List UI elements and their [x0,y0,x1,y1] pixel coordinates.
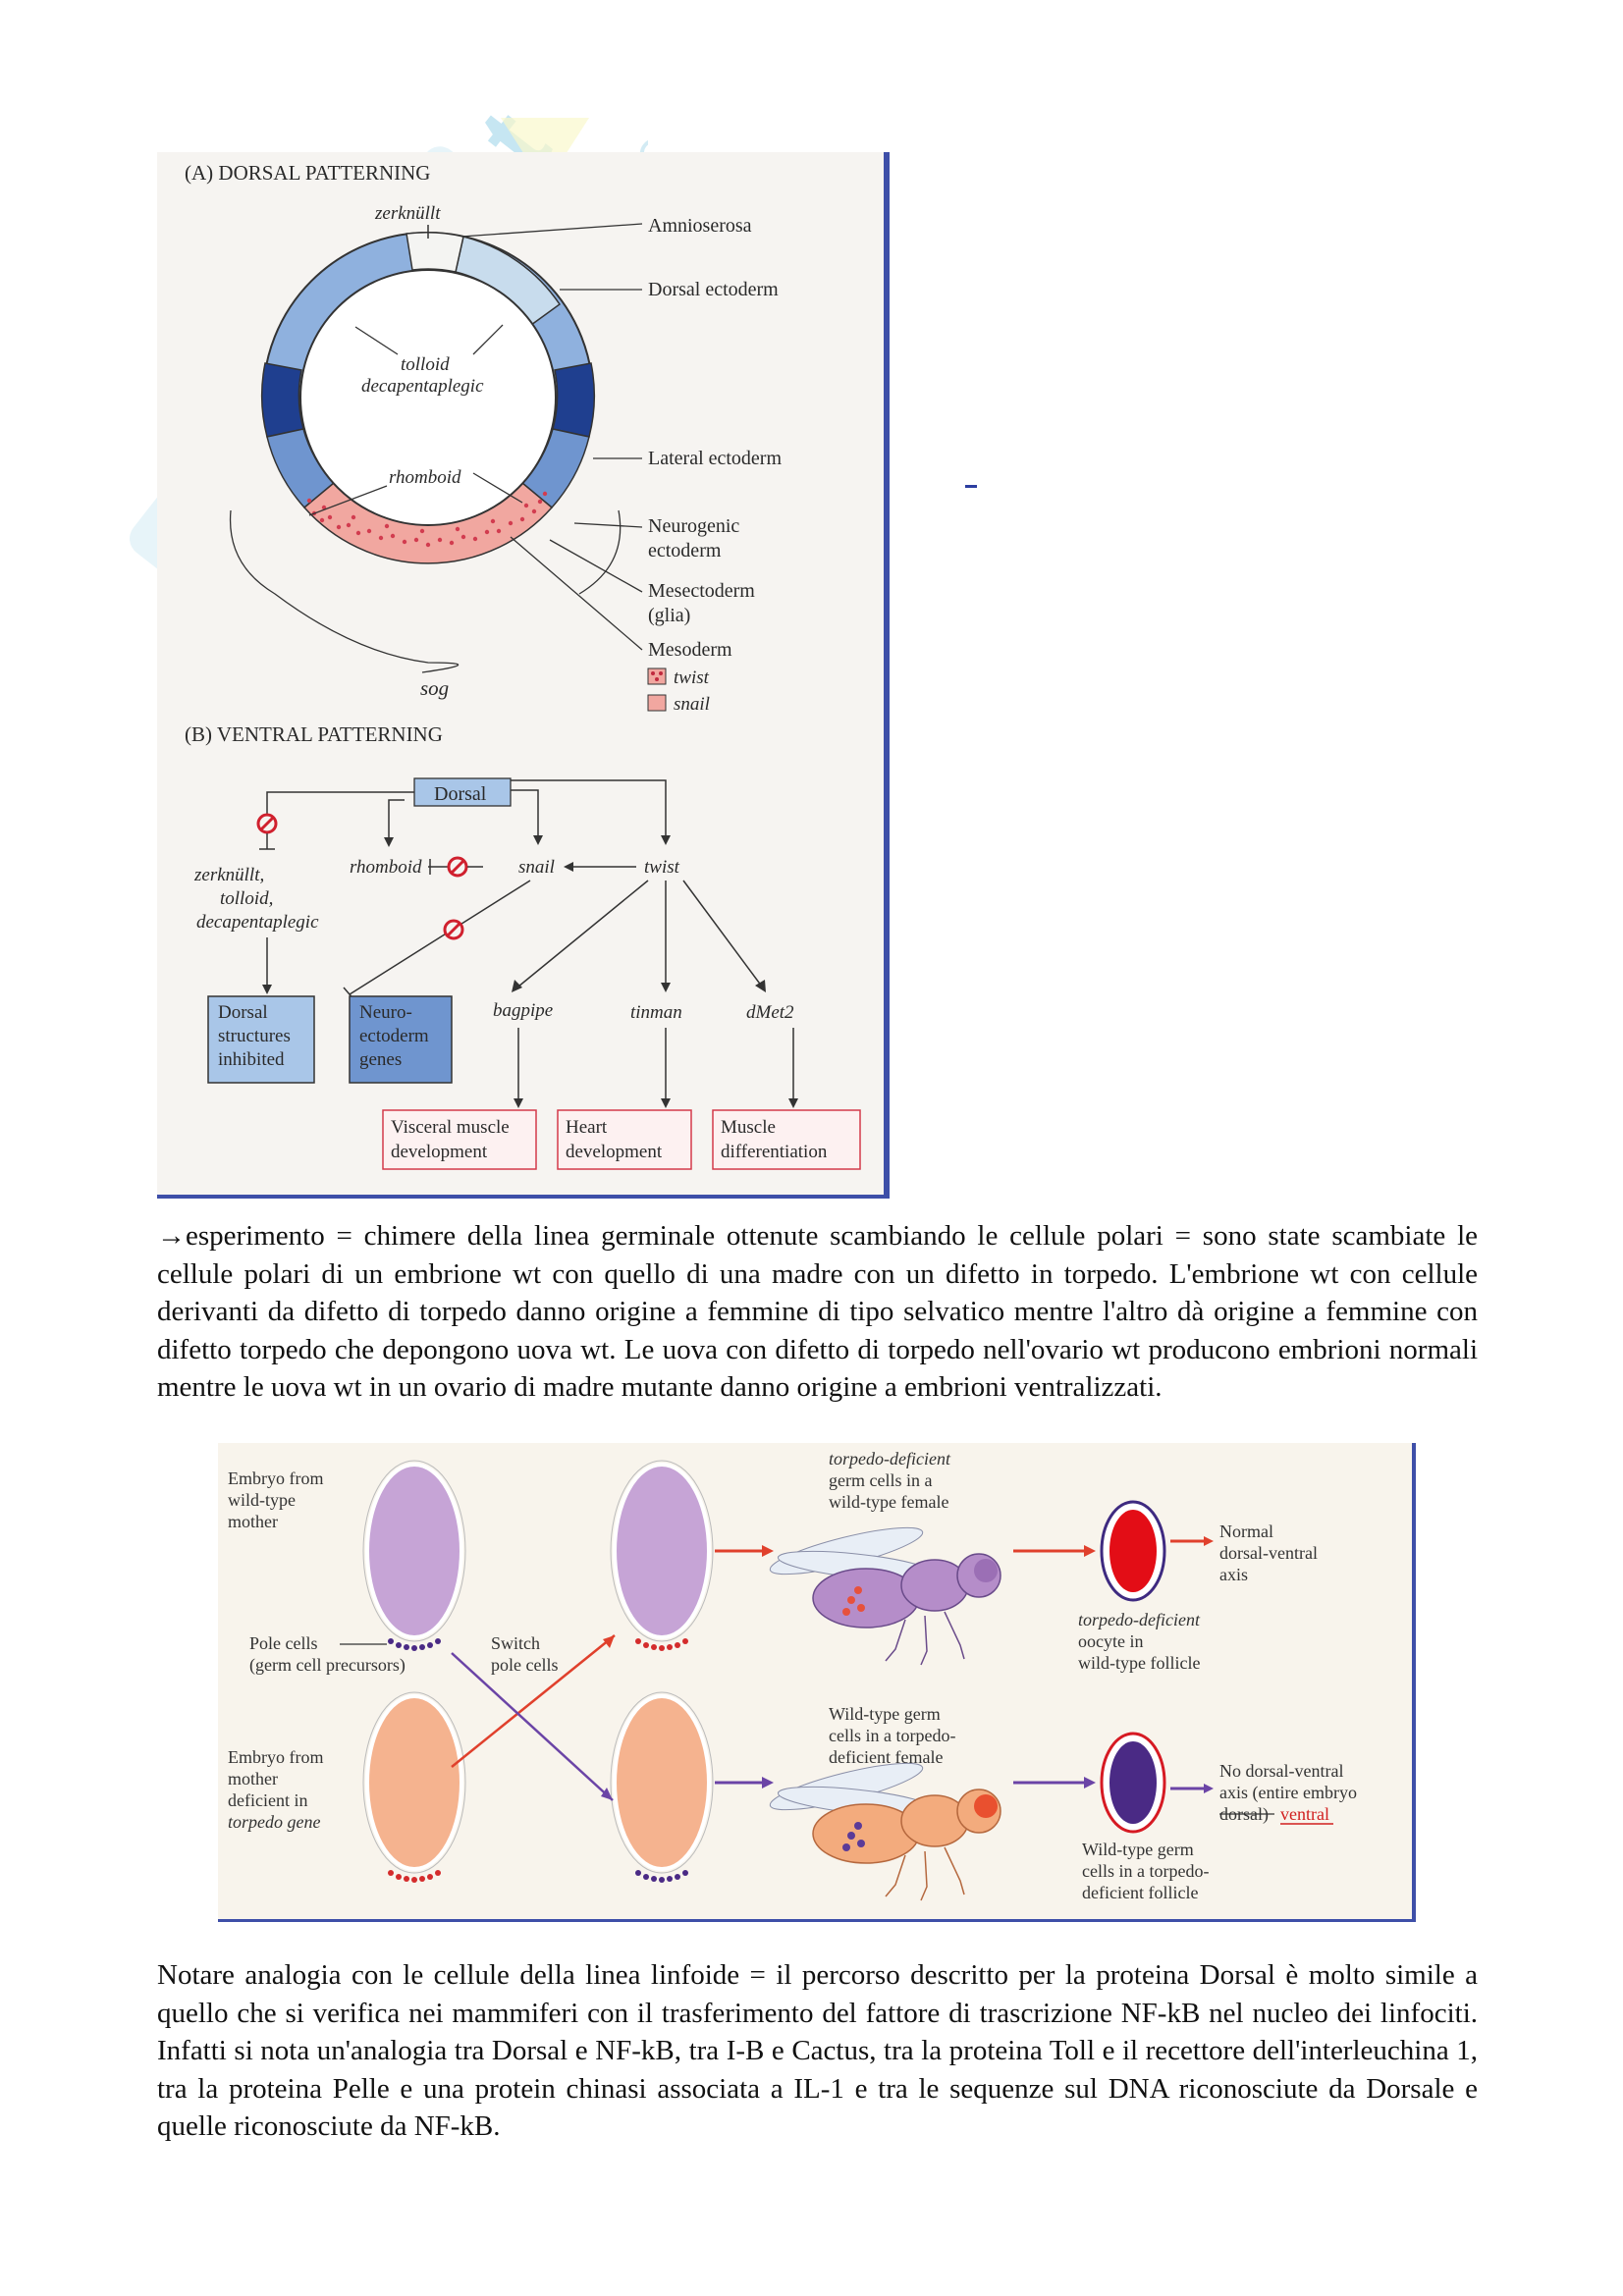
fly-bottom-label-1: Wild-type germ [829,1704,941,1724]
label-embryo-mut-3: deficient in [228,1790,307,1810]
label-pole-cells: Pole cells [249,1633,318,1653]
svg-text:differentiation: differentiation [721,1142,828,1162]
box-muscle: Muscle differentiation [712,1109,861,1170]
gene-tolloid: tolloid, [220,888,273,909]
oocyte-top-label-1: torpedo-deficient [1078,1610,1201,1629]
fly-torpedo-female [769,1762,1001,1901]
label-germ-precursors: (germ cell precursors) [249,1655,406,1676]
result-top-1: Normal [1219,1522,1273,1541]
label-embryo-mut-1: Embryo from [228,1747,323,1767]
oocyte-bottom-label-3: deficient follicle [1082,1883,1198,1902]
svg-text:Neuro-: Neuro- [359,1002,412,1023]
paragraph-analogy: Notare analogia con le cellule della lin… [157,1959,1478,2142]
panel-b-title: (B) VENTRAL PATTERNING [185,722,443,746]
embryo-mut-left [362,1691,466,1883]
svg-text:inhibited: inhibited [218,1049,285,1070]
gene-tinman: tinman [630,1002,682,1023]
fly-bottom-label-2: cells in a torpedo- [829,1726,955,1745]
gene-bagpipe: bagpipe [493,1000,553,1021]
label-switch-1: Switch [491,1633,540,1653]
label-amnioserosa: Amnioserosa [648,215,752,237]
paragraph-experiment: →esperimento = chimere della linea germi… [157,1220,1478,1403]
result-bottom-2: axis (entire embryo [1219,1783,1357,1803]
embryo-wt-left [362,1460,466,1651]
legend-snail: snail [674,694,710,715]
oocyte-wildtype [1100,1732,1166,1834]
svg-text:Visceral muscle: Visceral muscle [391,1117,510,1138]
box-neuroectoderm: Neuro- ectoderm genes [349,995,453,1084]
label-rhomboid: rhomboid [389,467,461,488]
label-embryo-wt-3: mother [228,1512,278,1531]
label-embryo-mut-2: mother [228,1769,278,1789]
svg-text:Heart: Heart [566,1117,608,1138]
box-dorsal-structures: Dorsal structures inhibited [207,995,315,1084]
box-visceral-muscle: Visceral muscle development [382,1109,537,1170]
label-zerknullt: zerknüllt [374,203,441,224]
label-embryo-wt-1: Embryo from [228,1468,323,1488]
fly-bottom-label-3: deficient female [829,1747,943,1767]
gene-twist: twist [644,857,680,878]
dorsal-box-label: Dorsal [434,783,487,805]
result-bottom-handwritten: ventral [1280,1804,1329,1824]
result-top-2: dorsal-ventral [1219,1543,1318,1563]
fly-wildtype-female [769,1526,1001,1666]
gene-dmet2: dMet2 [746,1002,794,1023]
legend-twist: twist [674,667,710,688]
dorsal-ventral-patterning-figure: (A) DORSAL PATTERNING [157,152,890,1199]
embryo-wt-right [610,1460,714,1651]
label-embryo-mut-4: torpedo gene [228,1812,320,1832]
pole-cell-transplant-figure: Embryo from wild-type mother Pole cells … [218,1443,1416,1922]
label-glia: (glia) [648,605,690,626]
result-top-3: axis [1219,1565,1248,1584]
fly-top-label-2: germ cells in a [829,1470,932,1490]
oocyte-bottom-label-1: Wild-type germ [1082,1840,1194,1859]
label-neurogenic-ectoderm: ectoderm [648,540,722,561]
embryo-mut-right [610,1691,714,1883]
label-mesoderm: Mesoderm [648,639,732,661]
label-lateral-ectoderm: Lateral ectoderm [648,448,782,469]
svg-text:ectoderm: ectoderm [359,1026,429,1046]
svg-text:development: development [566,1142,663,1162]
oocyte-bottom-label-2: cells in a torpedo- [1082,1861,1209,1881]
gene-decapentaplegic: decapentaplegic [196,912,319,933]
result-bottom-1: No dorsal-ventral [1219,1761,1343,1781]
fly-top-label-3: wild-type female [829,1492,948,1512]
label-decapentaplegic: decapentaplegic [361,376,484,397]
gene-rhomboid: rhomboid [350,857,422,878]
oocyte-top-label-2: oocyte in [1078,1631,1143,1651]
oocyte-torpedo-deficient [1100,1500,1166,1602]
label-tolloid: tolloid [401,354,450,375]
label-neurogenic: Neurogenic [648,515,739,537]
label-switch-2: pole cells [491,1655,558,1675]
label-sog: sog [420,676,449,700]
label-embryo-wt-2: wild-type [228,1490,296,1510]
embryo-ring [261,232,595,564]
stray-mark [965,485,977,488]
label-dorsal-ectoderm: Dorsal ectoderm [648,279,779,300]
svg-text:Dorsal: Dorsal [218,1002,268,1023]
box-heart: Heart development [557,1109,692,1170]
svg-text:structures: structures [218,1026,291,1046]
dorsal-box [413,777,512,807]
svg-text:development: development [391,1142,488,1162]
fly-top-label-1: torpedo-deficient [829,1449,951,1468]
svg-text:genes: genes [359,1049,402,1070]
label-mesectoderm: Mesectoderm [648,580,755,602]
oocyte-top-label-3: wild-type follicle [1078,1653,1200,1673]
gene-snail: snail [518,857,555,878]
svg-text:Muscle: Muscle [721,1117,776,1138]
panel-a-title: (A) DORSAL PATTERNING [185,161,430,185]
gene-zerknullt: zerknüllt, [193,865,264,885]
